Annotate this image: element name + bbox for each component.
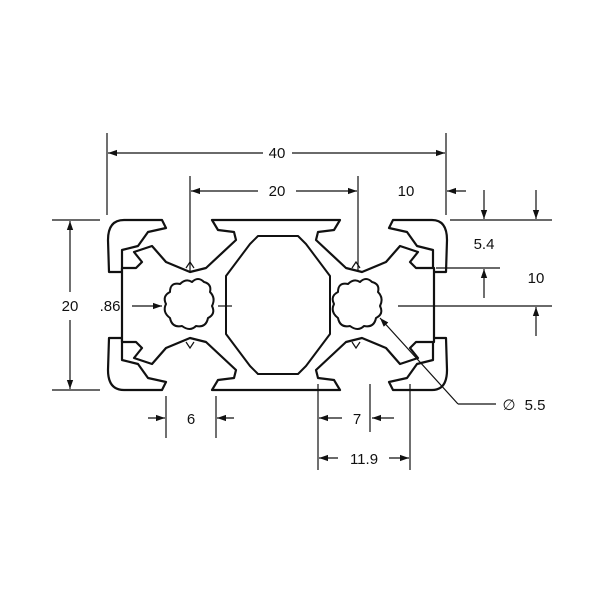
dim-wall-thickness: .86 bbox=[100, 298, 121, 315]
dimension-lines bbox=[66, 149, 540, 462]
extrusion-profile bbox=[106, 218, 449, 392]
dim-bore-symbol: ∅ bbox=[502, 397, 515, 414]
dim-overall-width: 40 bbox=[269, 145, 286, 162]
dim-overall-height: 20 bbox=[62, 298, 79, 315]
dim-corner-offset: 10 bbox=[398, 183, 415, 200]
dim-slot-outer-width: 11.9 bbox=[350, 451, 378, 468]
dimension-labels: 40 20 10 20 .86 5.4 10 ∅ 5.5 6 7 11.9 bbox=[62, 145, 546, 468]
dim-slot-center: 10 bbox=[528, 270, 545, 287]
dim-bore-diameter: 5.5 bbox=[525, 397, 546, 414]
dim-slot-inner-width: 7 bbox=[353, 411, 361, 428]
extension-lines bbox=[52, 133, 552, 470]
dim-slot-opening: 6 bbox=[187, 411, 195, 428]
dim-slot-spacing: 20 bbox=[269, 183, 286, 200]
dim-slot-depth: 5.4 bbox=[474, 236, 495, 253]
